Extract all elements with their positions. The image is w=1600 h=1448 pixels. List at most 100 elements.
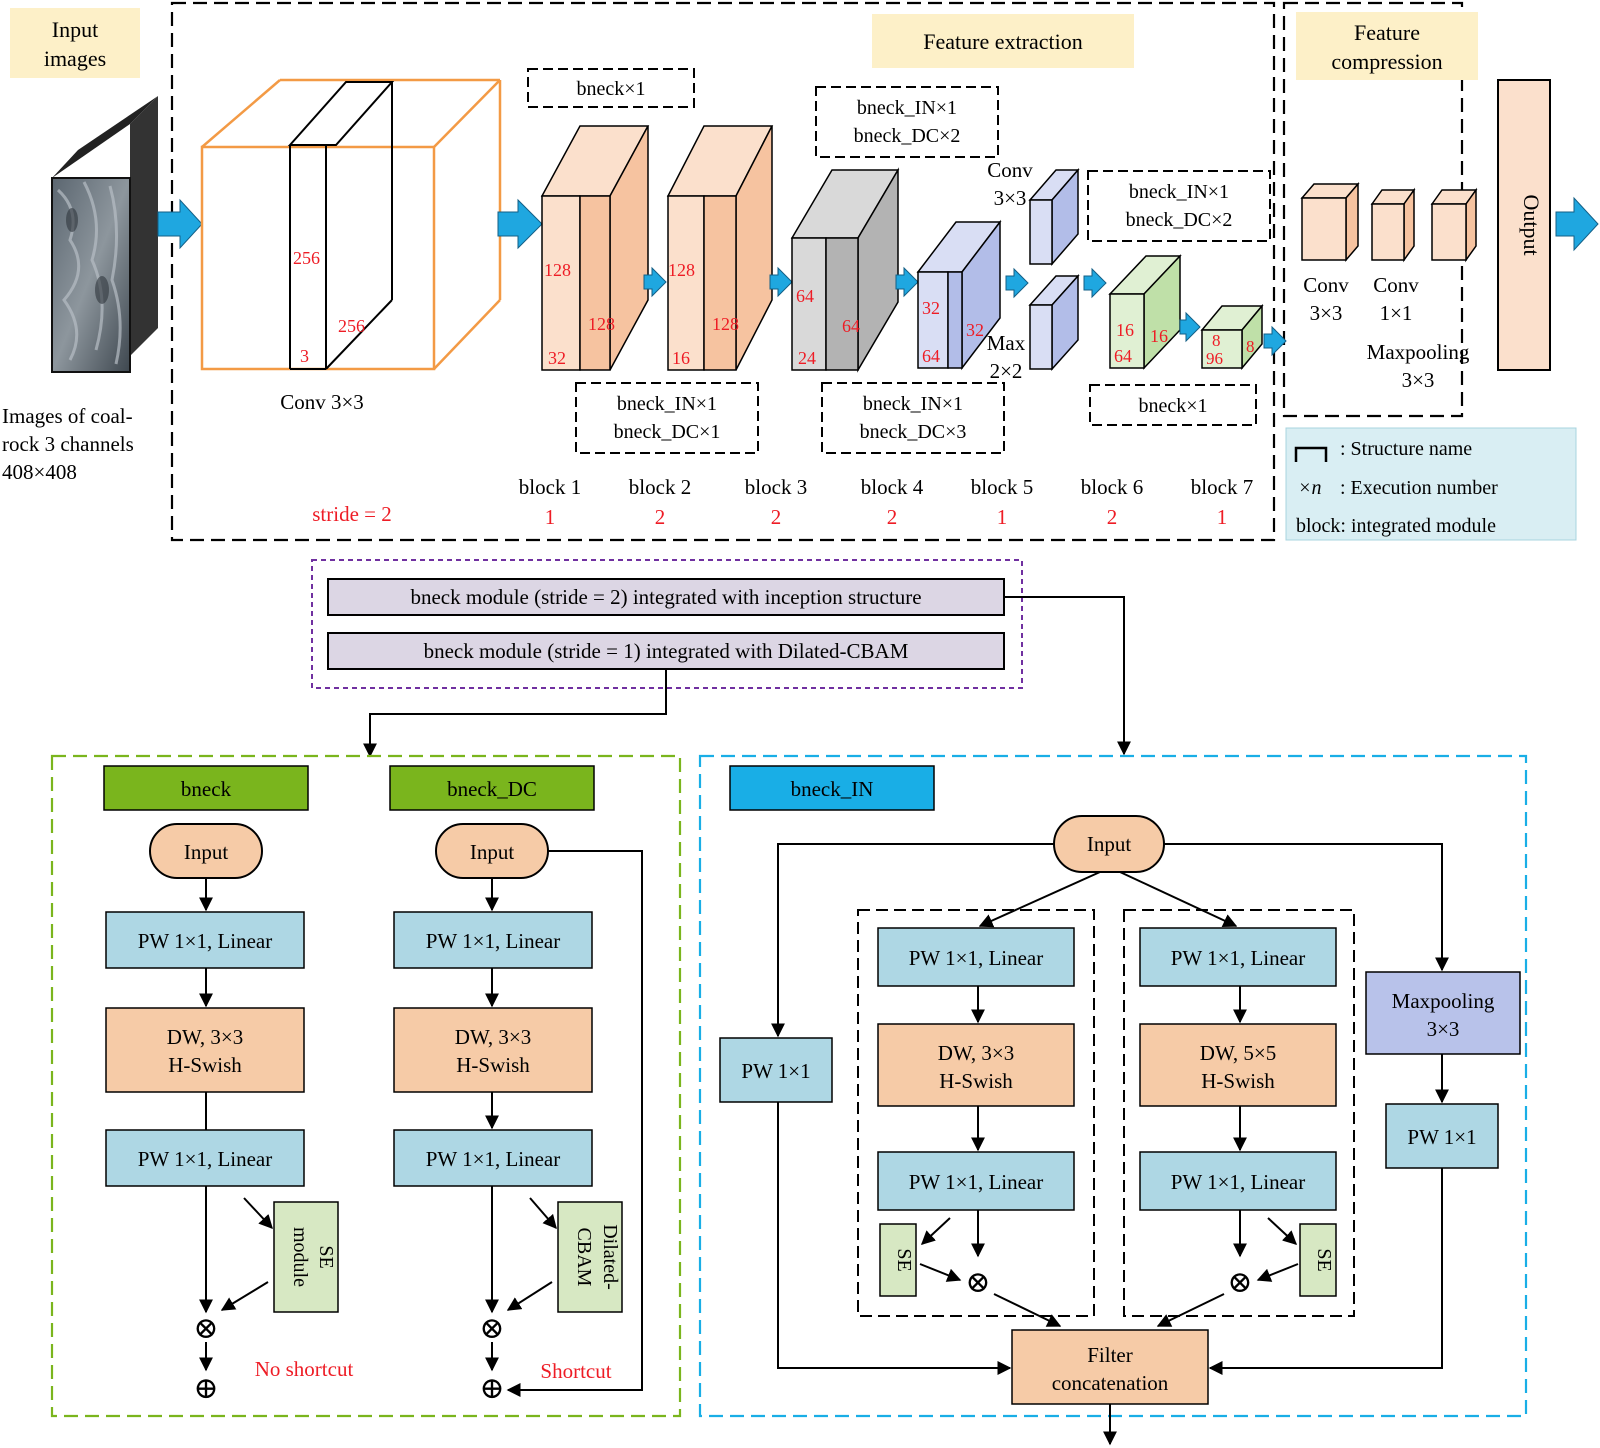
svg-text:SE: SE: [893, 1248, 915, 1271]
block-4-label: block 4: [861, 475, 924, 499]
bneck-dc-multiply-icon: ⊗: [479, 1312, 504, 1345]
compression-conv3-label: Conv: [1303, 273, 1349, 297]
svg-text:Filter: Filter: [1087, 1343, 1133, 1367]
bneck-in-branch1-dw: [877, 1023, 1075, 1107]
bneck-in-title-tag: [729, 765, 935, 811]
block-1-dim-c: 32: [548, 348, 566, 368]
note-bneck-x1-top: [527, 68, 695, 108]
block-7-dim-b: 8: [1246, 337, 1255, 356]
legend: : Structure name ×n : Execution number b…: [1285, 427, 1577, 541]
svg-text:DW, 3×3: DW, 3×3: [455, 1025, 531, 1049]
bneck-in-branch1-pw2: [877, 1151, 1075, 1211]
bneck-in-branch2-multiply-icon: ⊗: [1227, 1266, 1252, 1299]
bneck-dc-cbam: [557, 1201, 623, 1313]
svg-text:bneck_IN×1: bneck_IN×1: [863, 393, 963, 415]
block-6-dim-a: 16: [1116, 320, 1134, 340]
feature-extraction-label: Feature extraction: [923, 29, 1082, 54]
svg-text:1×1: 1×1: [1380, 301, 1413, 325]
block-3-cube: [790, 167, 900, 373]
bneck-in-maxpool: [1365, 971, 1521, 1055]
compression-conv3-cube: [1300, 181, 1360, 263]
stride-label: stride = 2: [312, 502, 392, 526]
svg-text:Input: Input: [470, 840, 514, 864]
bar-dilated: [327, 632, 1005, 670]
note-in1-dc3: [821, 382, 1005, 454]
top-section: Input images Images of coal- rock 3 chan…: [2, 1, 1599, 542]
svg-text:compression: compression: [1331, 49, 1442, 74]
flow-arrow-1: [157, 198, 203, 250]
feature-extraction-label-bg: [872, 14, 1134, 68]
svg-text:bneck module (stride = 1) inte: bneck module (stride = 1) integrated wit…: [424, 639, 909, 663]
note-bneck-x1-bottom: [1089, 384, 1257, 426]
output-label: Output: [1519, 194, 1544, 255]
bneck-dw: [105, 1007, 305, 1093]
svg-text:CBAM: CBAM: [573, 1228, 595, 1287]
block-5-max-cube: [1028, 274, 1080, 371]
conv-first-slice: [287, 81, 395, 370]
svg-text:Input: Input: [184, 840, 228, 864]
svg-text:bneck_IN×1: bneck_IN×1: [617, 393, 717, 415]
block-2-cube: [666, 125, 774, 371]
svg-text:PW 1×1, Linear: PW 1×1, Linear: [426, 1147, 561, 1171]
legend-execution-number: : Execution number: [1340, 477, 1498, 499]
block-3-dim-c: 24: [798, 348, 816, 368]
bneck-note: No shortcut: [255, 1357, 354, 1381]
block-1-stride: 1: [545, 505, 556, 529]
coal-rock-image: [51, 96, 158, 373]
svg-text:SE: SE: [315, 1245, 337, 1268]
svg-text:bneck module (stride = 2) inte: bneck module (stride = 2) integrated wit…: [410, 585, 921, 609]
svg-text:3×3: 3×3: [1402, 368, 1435, 392]
compression-conv1-cube: [1370, 187, 1416, 263]
flow-arrow-4: [769, 266, 793, 298]
block-5-label: block 5: [971, 475, 1033, 499]
bneck-in-concat: [1011, 1329, 1209, 1405]
svg-text:H-Swish: H-Swish: [168, 1053, 242, 1077]
conv-first-dim-a: 256: [293, 248, 320, 268]
output-arrow: [1555, 196, 1599, 252]
bneck-dc-pw2: [393, 1129, 593, 1187]
svg-text:H-Swish: H-Swish: [456, 1053, 530, 1077]
legend-xn-symbol: ×n: [1298, 477, 1322, 499]
bneck-in-branch2-frame: [1123, 909, 1355, 1317]
svg-text:PW 1×1, Linear: PW 1×1, Linear: [1171, 1170, 1306, 1194]
bneck-pw2: [105, 1129, 305, 1187]
block-6-dim-c: 64: [1114, 346, 1132, 366]
block-2-stride: 2: [655, 505, 666, 529]
svg-text:3×3: 3×3: [1427, 1017, 1460, 1041]
bneck-dc-dw: [393, 1007, 593, 1093]
block-7-stride: 1: [1217, 505, 1228, 529]
middle-section: bneck module (stride = 2) integrated wit…: [311, 559, 1131, 758]
flow-arrow-6: [1005, 267, 1029, 299]
svg-text:Dilated-: Dilated-: [599, 1224, 621, 1290]
image-caption: Images of coal-: [2, 404, 133, 428]
block-3-dim-b: 64: [842, 316, 860, 336]
svg-text:PW 1×1, Linear: PW 1×1, Linear: [1171, 946, 1306, 970]
svg-text:bneck_DC: bneck_DC: [447, 777, 537, 801]
svg-text:2×2: 2×2: [990, 359, 1023, 383]
block-1-label: block 1: [519, 475, 581, 499]
bneck-in-branch1-frame: [857, 909, 1095, 1317]
block-4-dim-c: 64: [922, 346, 940, 366]
block-4-dim-a: 32: [922, 298, 940, 318]
bneck-pw1: [105, 911, 305, 969]
svg-text:module: module: [289, 1227, 311, 1287]
block-4-cube: [916, 219, 1002, 371]
svg-text:DW, 3×3: DW, 3×3: [167, 1025, 243, 1049]
block-6-stride: 2: [1107, 505, 1118, 529]
legend-structure-name: : Structure name: [1340, 438, 1472, 460]
bneck-in-frame: bneck_IN Input PW 1×1 PW 1×1, Linear DW,…: [698, 754, 1528, 1446]
flow-arrow-9: [1263, 325, 1287, 357]
block-3-stride: 2: [771, 505, 782, 529]
svg-text:408×408: 408×408: [2, 460, 77, 484]
bneck-in-branch2-pw2: [1139, 1151, 1337, 1211]
block-1-dim-b: 128: [588, 314, 615, 334]
blue-frame: [698, 754, 1528, 1418]
connector-inception: [1004, 596, 1131, 756]
input-images-label: Input: [52, 17, 98, 42]
block-5-conv-label: Conv: [987, 158, 1033, 182]
output-box: [1497, 79, 1551, 371]
bneck-dc-title-tag: [389, 765, 595, 811]
svg-text:PW 1×1: PW 1×1: [1407, 1125, 1476, 1149]
svg-text:DW, 3×3: DW, 3×3: [938, 1041, 1014, 1065]
conv-first-label: Conv 3×3: [280, 390, 364, 414]
